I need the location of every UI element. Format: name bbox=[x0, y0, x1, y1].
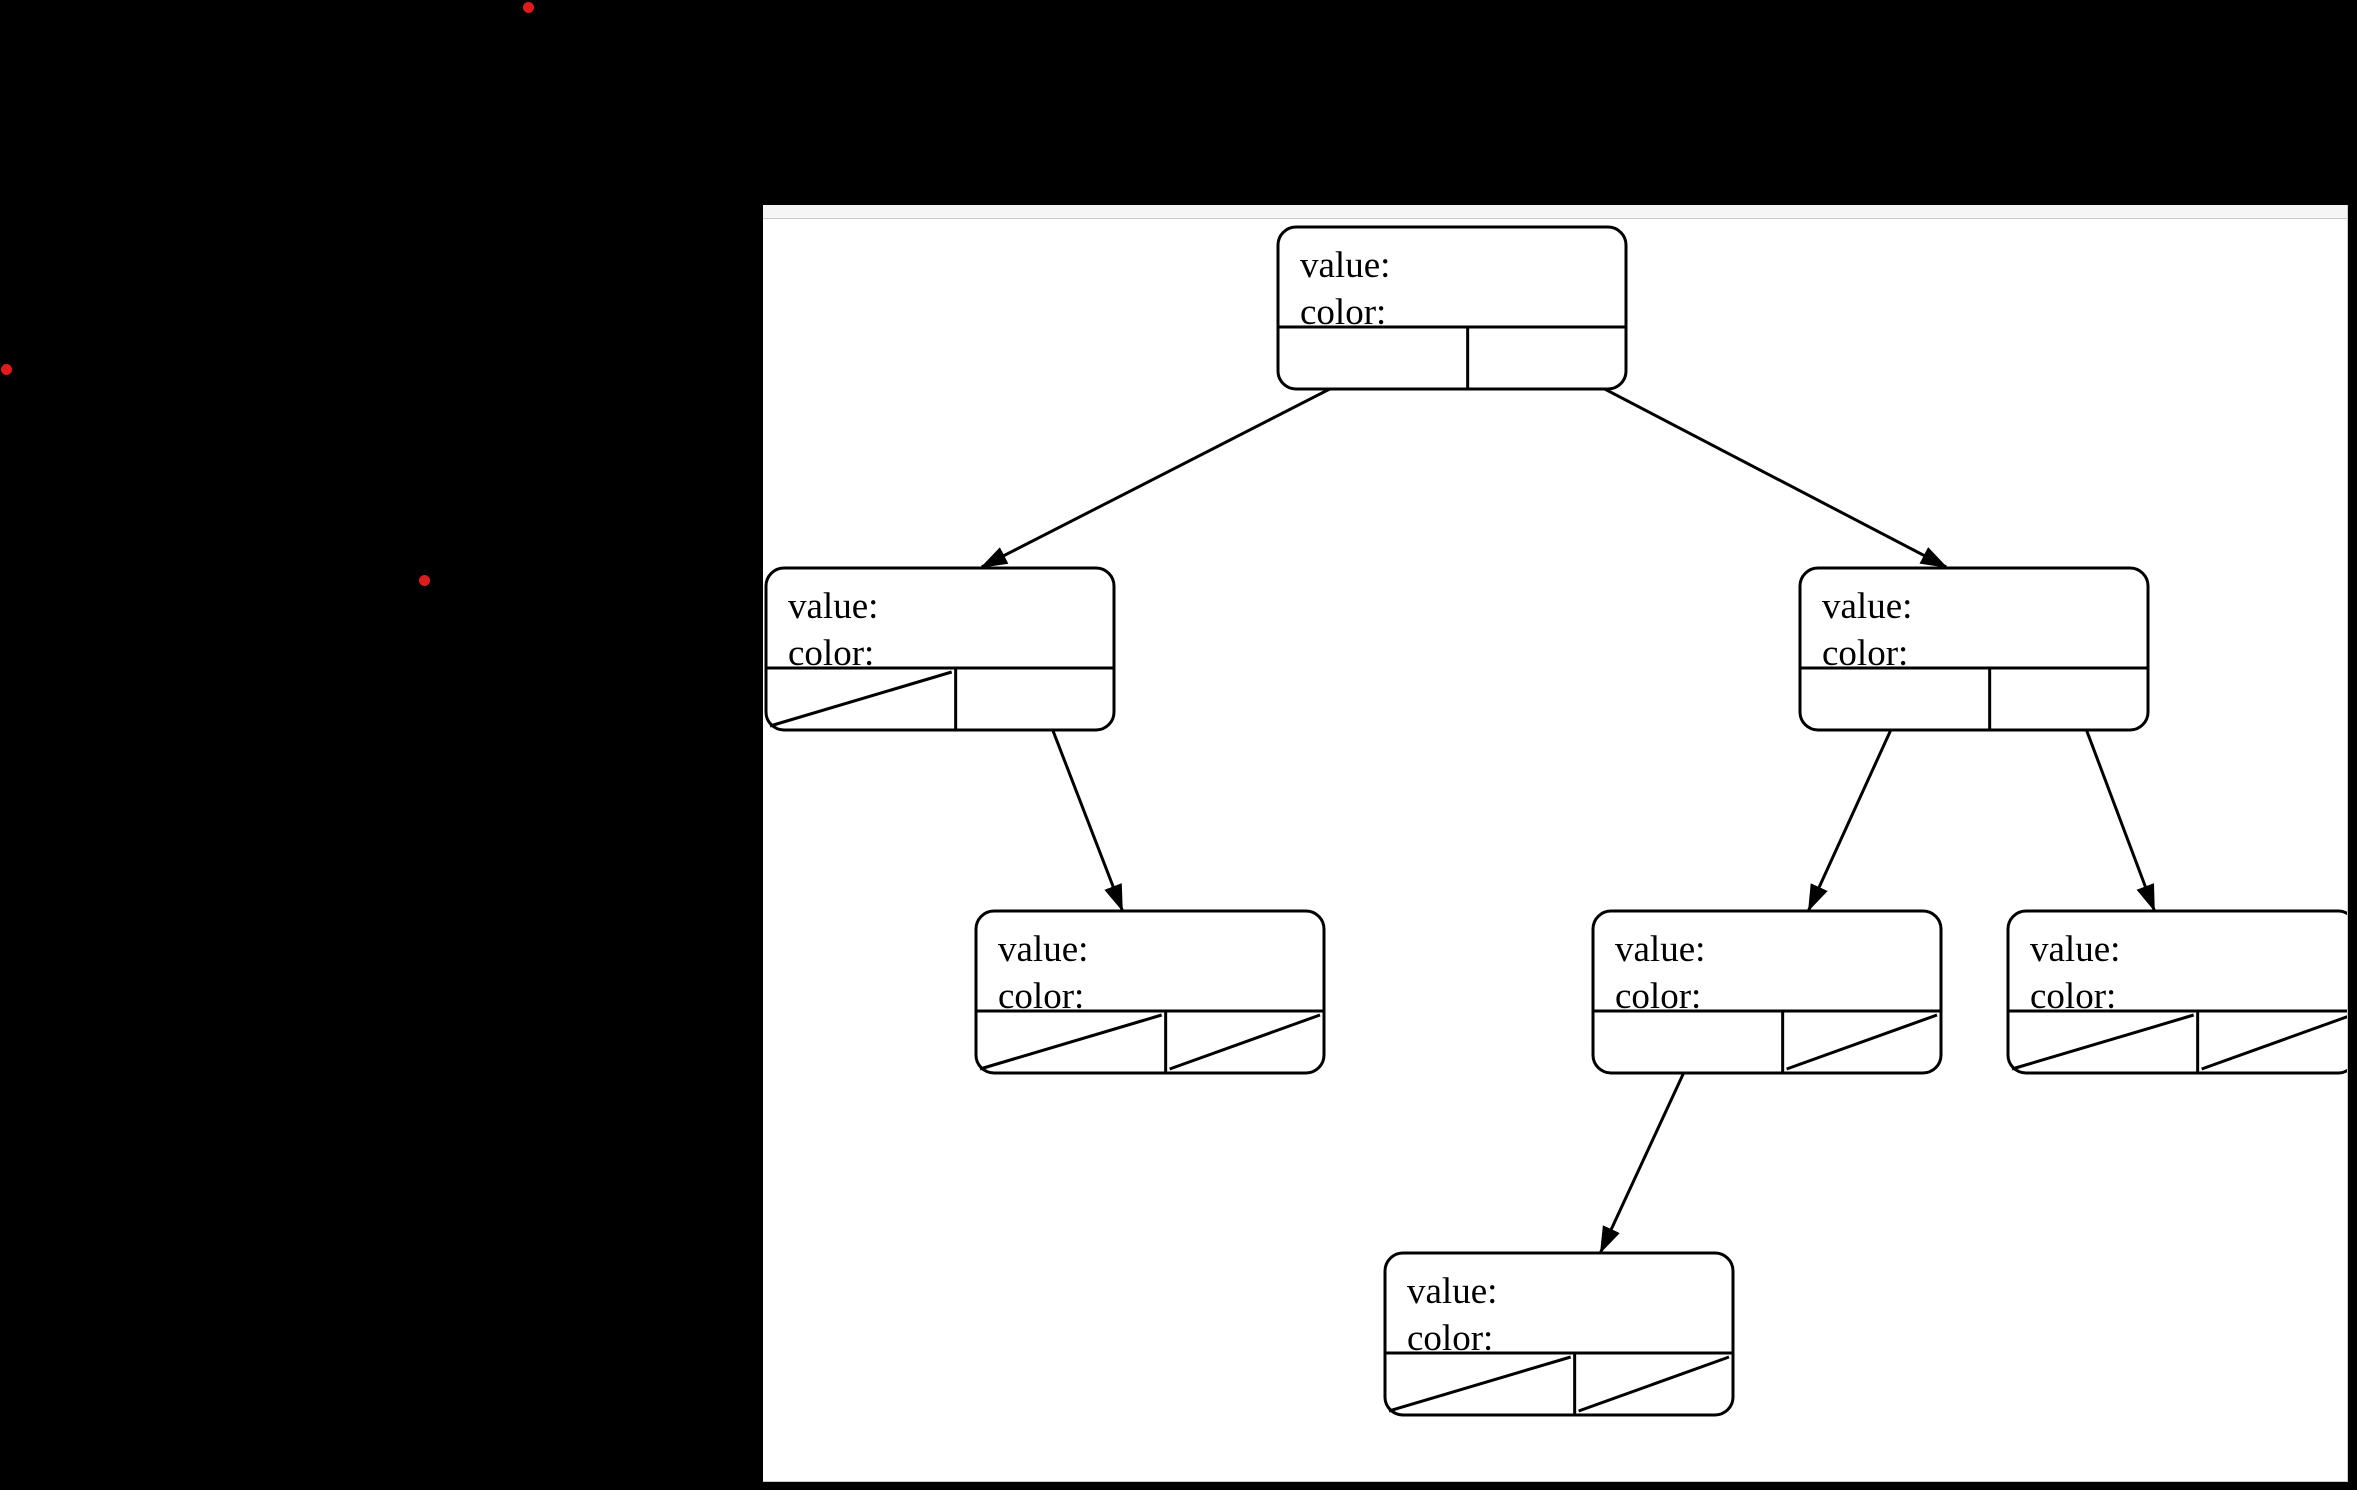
node-layer: value:color:value:color:value:color:valu… bbox=[764, 225, 2347, 1417]
null-pointer-slash-left bbox=[979, 1013, 1163, 1071]
node-color-label: color: bbox=[1300, 292, 1386, 333]
null-pointer-slash-left bbox=[1388, 1355, 1572, 1413]
tree-node-root: value: color: bbox=[1276, 225, 1628, 391]
node-box bbox=[2006, 909, 2347, 1075]
tree-node-right-left-grandchild: value: color: bbox=[1591, 909, 1943, 1075]
node-color-label: color: bbox=[788, 633, 874, 674]
node-value-label: value: bbox=[1300, 245, 1390, 286]
node-box bbox=[1276, 225, 1628, 391]
edge-right-child-to-left-grandchild bbox=[1807, 703, 1905, 912]
null-pointer-slash-left bbox=[2011, 1013, 2195, 1071]
null-pointer-slash-right bbox=[1169, 1013, 1321, 1071]
tree-node-left-right-grandchild: value: color: bbox=[974, 909, 1326, 1075]
node-value-label: value: bbox=[1407, 1271, 1497, 1312]
canvas-top-band bbox=[763, 205, 2347, 219]
tree-node-right-child: value: color: bbox=[1798, 566, 2150, 732]
node-box bbox=[764, 566, 1116, 732]
edge-grandchild-to-deep-leaf bbox=[1599, 1046, 1698, 1254]
edge-root-to-left-child bbox=[980, 361, 1382, 569]
node-color-label: color: bbox=[1615, 976, 1701, 1017]
node-box bbox=[974, 909, 1326, 1075]
edge-right-child-to-right-grandchild bbox=[2075, 703, 2156, 912]
null-pointer-slash-right bbox=[1786, 1013, 1938, 1071]
red-dot-middle bbox=[419, 575, 430, 586]
null-pointer-slash-left bbox=[769, 670, 953, 728]
node-color-label: color: bbox=[1822, 633, 1908, 674]
node-color-label: color: bbox=[2030, 976, 2116, 1017]
diagram-canvas[interactable]: value:color:value:color:value:color:valu… bbox=[763, 205, 2348, 1482]
null-pointer-slash-right bbox=[2201, 1015, 2347, 1071]
node-color-label: color: bbox=[998, 976, 1084, 1017]
node-value-label: value: bbox=[1615, 929, 1705, 970]
node-box bbox=[1383, 1251, 1735, 1417]
edge-root-to-right-child bbox=[1553, 361, 1948, 569]
node-box bbox=[1591, 909, 1943, 1075]
edge-left-child-to-grandchild bbox=[1041, 703, 1124, 912]
node-value-label: value: bbox=[2030, 929, 2120, 970]
node-color-label: color: bbox=[1407, 1318, 1493, 1359]
node-box bbox=[1798, 566, 2150, 732]
node-value-label: value: bbox=[998, 929, 1088, 970]
node-value-label: value: bbox=[788, 586, 878, 627]
tree-node-deep-leaf: value: color: bbox=[1383, 1251, 1735, 1417]
binary-tree-svg: value:color:value:color:value:color:valu… bbox=[764, 225, 2347, 1417]
node-value-label: value: bbox=[1822, 586, 1912, 627]
tree-node-right-right-grandchild: value: color: bbox=[2006, 909, 2347, 1075]
red-dot-top bbox=[523, 2, 534, 13]
edge-layer bbox=[980, 361, 2156, 1254]
tree-node-left-child: value: color: bbox=[764, 566, 1116, 732]
red-dot-left bbox=[1, 364, 12, 375]
null-pointer-slash-right bbox=[1578, 1355, 1730, 1413]
